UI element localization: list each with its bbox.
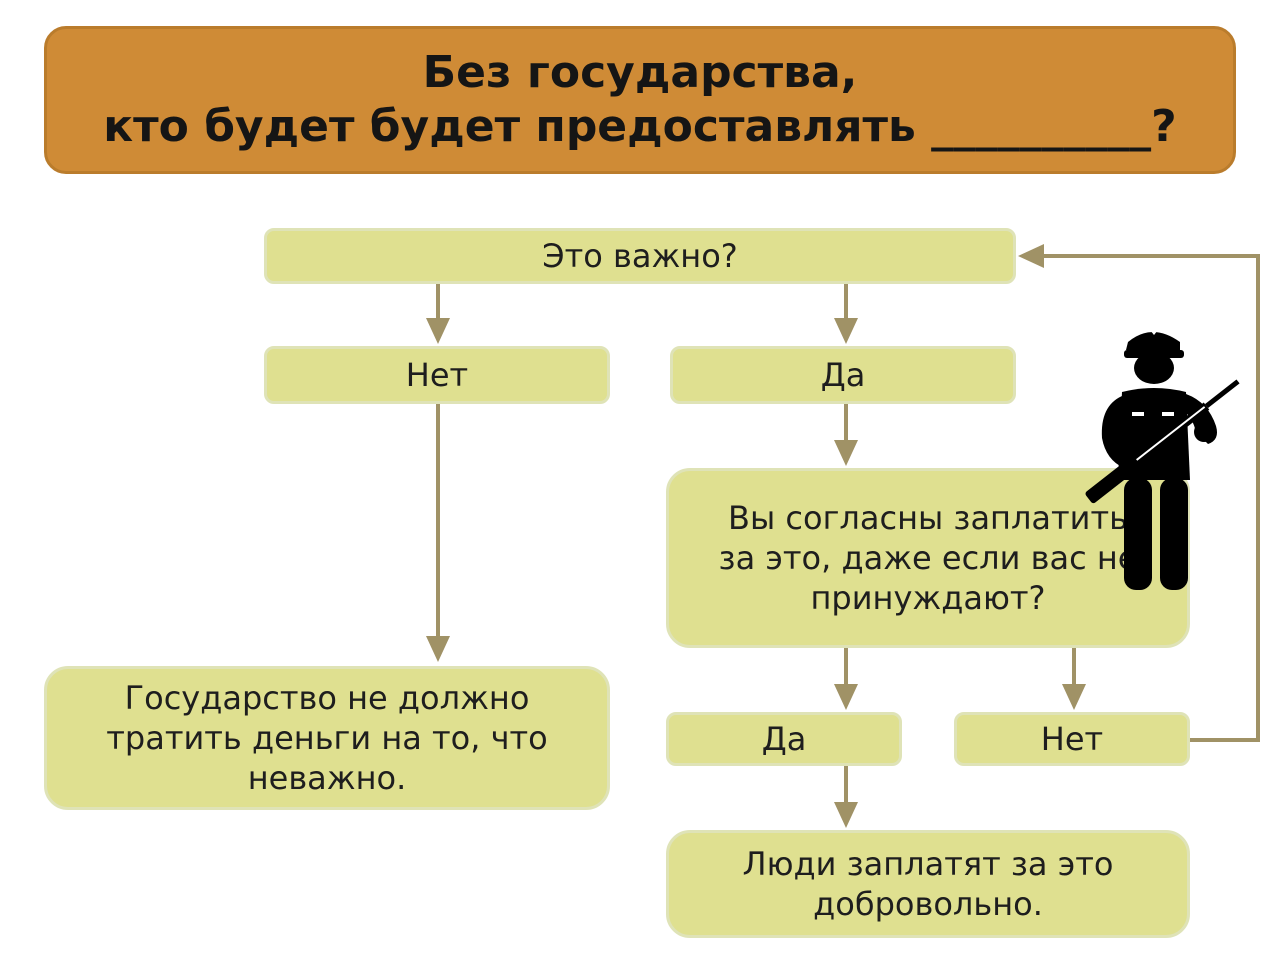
no-spend-line-3: неважно. xyxy=(247,759,407,797)
title-line-2: кто будет будет предоставлять __________… xyxy=(103,101,1177,152)
no-spend-line-2: тратить деньги на то, что xyxy=(106,719,548,757)
title-line-1: Без государства, xyxy=(422,47,858,98)
node-no-1: Нет xyxy=(264,346,610,404)
node-state-no-spend: Государство не должно тратить деньги на … xyxy=(44,666,610,810)
loop-back-connector xyxy=(1040,254,1260,742)
voluntary-line-2: добровольно. xyxy=(813,885,1043,923)
title-banner: Без государства, кто будет будет предост… xyxy=(44,26,1236,174)
arrowhead-no-to-no-spend xyxy=(426,636,450,662)
no-spend-line-1: Государство не должно xyxy=(124,679,530,717)
node-yes-2: Да xyxy=(666,712,902,766)
arrowhead-important-to-yes xyxy=(834,318,858,344)
arrowhead-pay-to-yes xyxy=(834,684,858,710)
voluntary-line-1: Люди заплатят за это xyxy=(742,845,1114,883)
arrowhead-yes-to-voluntary xyxy=(834,802,858,828)
armed-police-officer-icon xyxy=(1085,325,1240,590)
pay-line-1: Вы согласны заплатить xyxy=(728,499,1128,537)
arrowhead-yes-to-pay xyxy=(834,440,858,466)
arrowhead-important-to-no xyxy=(426,318,450,344)
node-willing-to-pay: Вы согласны заплатить за это, даже если … xyxy=(666,468,1190,648)
node-is-important: Это важно? xyxy=(264,228,1016,284)
node-yes-1: Да xyxy=(670,346,1016,404)
node-voluntary-pay: Люди заплатят за это добровольно. xyxy=(666,830,1190,938)
pay-line-3: принуждают? xyxy=(810,579,1046,617)
pay-line-2: за это, даже если вас не xyxy=(718,539,1138,577)
arrowhead-loop-back xyxy=(1018,244,1044,268)
node-no-2: Нет xyxy=(954,712,1190,766)
arrowhead-pay-to-no xyxy=(1062,684,1086,710)
